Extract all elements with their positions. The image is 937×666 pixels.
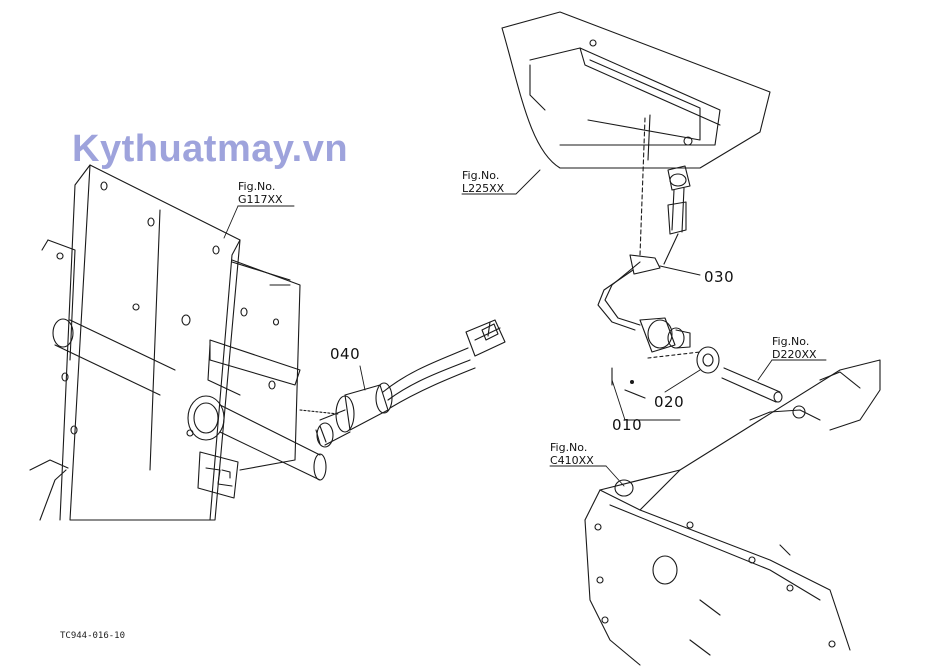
wiring-harness-030-drawing [597,117,691,331]
pin-shaft-drawing [721,367,783,403]
part-label-040: 040 [330,345,361,363]
pressure-switch-040-drawing [299,319,506,448]
leader-dot-010 [630,380,634,384]
fig-ref-c410: Fig.No. C410XX [550,441,594,467]
fig-ref-code: L225XX [462,182,505,195]
figure-code: TC944-016-10 [60,631,126,641]
transmission-housing-drawing [584,359,881,666]
fig-ref-g117: Fig.No. G117XX [238,180,283,206]
part-label-020: 020 [654,393,685,411]
washer-020-drawing [696,346,720,374]
fig-ref-d220: Fig.No. D220XX [772,335,817,361]
upper-panel-drawing [501,11,771,169]
watermark-text: Kythuatmay.vn [72,128,349,170]
fig-ref-title: Fig.No. [772,335,810,348]
oil-sensor-010-drawing [611,317,701,399]
fig-ref-code: C410XX [550,454,594,467]
part-label-030: 030 [704,268,735,286]
fig-ref-title: Fig.No. [550,441,588,454]
fig-ref-l225: Fig.No. L225XX [462,169,504,195]
leader-lines [223,169,827,487]
fig-ref-code: D220XX [772,348,817,361]
fig-ref-title: Fig.No. [462,169,500,182]
fig-ref-title: Fig.No. [238,180,276,193]
part-label-010: 010 [612,416,643,434]
fig-ref-code: G117XX [238,193,283,206]
frame-bracket-drawing [29,164,327,521]
